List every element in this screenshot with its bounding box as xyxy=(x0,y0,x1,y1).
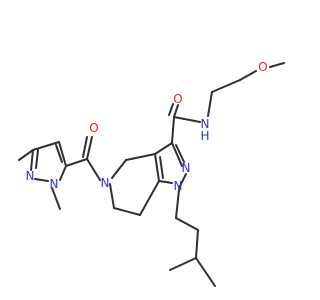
bond xyxy=(207,91,213,117)
bond xyxy=(154,142,173,155)
atom-n-pyrazole-lower: N xyxy=(174,179,183,193)
bond xyxy=(154,153,160,182)
bond xyxy=(178,173,187,189)
bond xyxy=(65,158,88,167)
bond xyxy=(195,257,216,287)
bond xyxy=(86,136,93,160)
bond xyxy=(173,104,179,118)
bonds xyxy=(18,62,285,287)
atom-o-acyl: O xyxy=(89,121,98,135)
atom-n-amide: N xyxy=(201,117,210,131)
bond xyxy=(139,180,160,216)
bond xyxy=(171,142,183,167)
bond xyxy=(35,149,39,169)
bond xyxy=(171,116,175,144)
bond xyxy=(175,144,185,163)
atom-n-dimethylpyrazole-1: N xyxy=(26,169,35,183)
atom-n-pyrazole-upper: N xyxy=(182,161,191,175)
bond xyxy=(125,153,156,161)
bond xyxy=(169,257,197,271)
bond xyxy=(51,187,61,210)
bond xyxy=(55,144,63,163)
bond xyxy=(34,178,49,182)
bond xyxy=(211,79,241,93)
atom-labels: O O N H N N N O N N xyxy=(26,60,268,193)
atom-o-amide: O xyxy=(173,92,182,106)
bond xyxy=(111,159,127,179)
bond xyxy=(168,103,174,116)
bond xyxy=(32,141,60,151)
bond xyxy=(173,116,201,123)
bond xyxy=(195,229,199,259)
atom-n-ring: N xyxy=(101,176,110,190)
molecule-diagram: O O N H N N N O N N xyxy=(18,60,285,287)
bond xyxy=(18,149,34,161)
bond xyxy=(175,189,180,219)
bond xyxy=(159,156,164,179)
bond xyxy=(175,217,199,231)
structure-svg: O O N H N N N O N N xyxy=(18,60,285,287)
bond xyxy=(239,70,257,81)
bond xyxy=(158,180,173,184)
bond xyxy=(269,62,285,68)
bond xyxy=(109,183,115,209)
bond xyxy=(30,149,34,171)
atom-h-amide: H xyxy=(200,129,209,143)
bond xyxy=(82,136,88,158)
bond xyxy=(58,141,67,167)
bond xyxy=(113,207,141,216)
atom-n-dimethylpyrazole-2: N xyxy=(50,177,59,191)
bond xyxy=(86,158,101,181)
bond xyxy=(59,165,67,181)
atom-o-methoxy: O xyxy=(258,60,267,74)
